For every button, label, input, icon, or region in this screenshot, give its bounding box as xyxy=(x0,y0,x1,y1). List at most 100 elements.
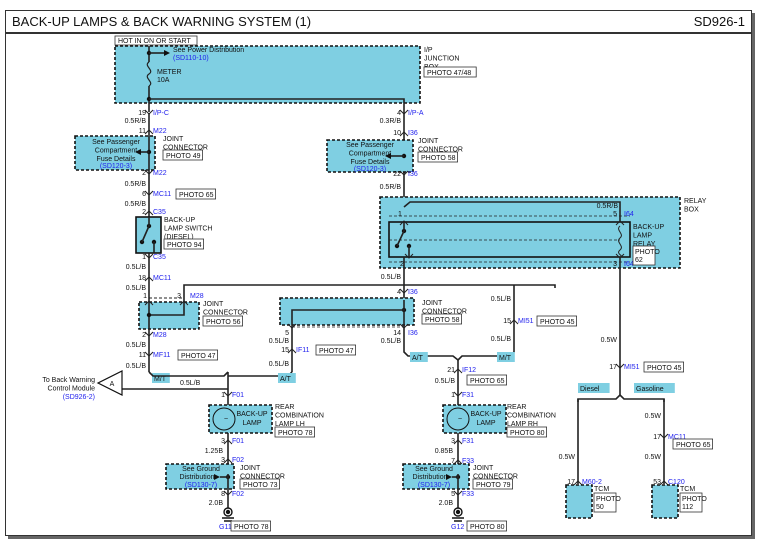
joint-connector-f33-photo: PHOTO 79 xyxy=(476,482,511,489)
joint-connector-f33-label: JOINT xyxy=(473,465,494,472)
relay-pin2: 2 xyxy=(400,261,404,268)
connector-if12-code: IF12 xyxy=(462,367,476,374)
connector-mi51-a-pin: 15 xyxy=(503,318,511,325)
joint-connector-m22-photo-box xyxy=(162,149,203,161)
arrow-right-icon xyxy=(214,474,220,480)
tag-mt-left: M/T xyxy=(154,376,167,383)
lamp-rh-label: LAMP xyxy=(476,420,495,427)
connector-ipa-pin: 4 xyxy=(397,110,401,117)
wire-mf11: 0.5L/B xyxy=(126,363,147,370)
tcm-diesel xyxy=(565,484,593,519)
connector-mi51-b-photo: PHOTO 45 xyxy=(647,365,682,372)
wire xyxy=(149,98,405,112)
connector-m28-out-pin: 2 xyxy=(142,332,146,339)
tag-at-center: A/T xyxy=(412,355,424,362)
rear-combination-lamp-rh-photo-box xyxy=(506,426,547,438)
wire-ipc: 0.5R/B xyxy=(125,118,147,125)
ip-junction-box-label: JUNCTION xyxy=(424,56,459,63)
back-up-lamp-relay-photo: 62 xyxy=(635,257,643,264)
connector-ipa-code: I/P-A xyxy=(408,110,424,117)
connector-f31-out-code: F31 xyxy=(462,438,474,445)
connector-mi51-b-chevron-icon xyxy=(615,363,625,369)
wire-mi51-top: 0.5L/B xyxy=(491,296,512,303)
tcm-gasoline-label: TCM xyxy=(680,486,695,493)
wire-relay-top: 0.5R/B xyxy=(597,203,619,210)
connector-c35-out-chevron-icon xyxy=(144,253,154,259)
connector-f01-out-chevron-icon xyxy=(223,439,233,445)
junction-dot xyxy=(146,312,152,318)
wire-m28: 0.5L/B xyxy=(126,342,147,349)
connector-f31-out-pin: 3 xyxy=(451,438,455,445)
tcm-gasoline-photo-box xyxy=(679,492,703,513)
tag-at-left-bg xyxy=(278,373,296,383)
wire-relay-out: 0.5L/B xyxy=(381,274,402,281)
fuse-name: METER xyxy=(157,69,182,76)
see-ground-rh-ref: (SD130-7) xyxy=(418,482,450,489)
wire-ipa: 0.3R/B xyxy=(380,118,402,125)
connector-ipc-pin: 19 xyxy=(138,110,146,117)
wire-c35: 0.5L/B xyxy=(126,264,147,271)
tag-mt-left-bg xyxy=(152,373,170,383)
connector-mc11b-pin: 18 xyxy=(138,275,146,282)
wire-joint58-left: 0.5L/B xyxy=(269,338,290,345)
relay-pin5: 5 xyxy=(613,211,617,218)
connector-m60-2-chevron-icon xyxy=(573,480,583,486)
joint58-conn: I36 xyxy=(408,330,418,337)
joint-connector-f02-label: JOINT xyxy=(240,465,261,472)
ground-g11-photo: PHOTO 78 xyxy=(234,524,269,531)
connector-f31-in-pin: 1 xyxy=(451,392,455,399)
tcm-diesel-photo: 50 xyxy=(596,504,604,511)
see-passenger-fuse-ref: (SD120-3) xyxy=(100,163,132,170)
tcm-gasoline xyxy=(651,484,679,519)
see-passenger-fuse: Compartment xyxy=(95,148,137,155)
tcm-diesel-photo: PHOTO xyxy=(596,496,621,503)
relay-box-label: BOX xyxy=(684,207,699,214)
wire xyxy=(577,393,665,402)
switch-contact xyxy=(141,225,150,243)
wire-if12: 0.5L/B xyxy=(435,378,456,385)
connector-mi51-b-pin: 17 xyxy=(609,364,617,371)
see-passenger-fuse-center: Compartment xyxy=(349,151,391,158)
connector-if11-code: IF11 xyxy=(296,347,310,354)
see-ground: See Ground xyxy=(182,466,220,473)
connector-f33-in-code: F33 xyxy=(462,458,474,465)
connector-m28-pin-left: 1 xyxy=(143,293,147,300)
see-power-distribution: See Power Distribution xyxy=(173,47,244,54)
relay-chevron-icon xyxy=(399,220,409,226)
joint-connector-f02-photo: PHOTO 73 xyxy=(243,482,278,489)
connector-f01-out-pin: 3 xyxy=(221,438,225,445)
bulb-icon xyxy=(446,407,470,431)
connector-if11-pin: 15 xyxy=(281,347,289,354)
tcm-diesel-label: TCM xyxy=(594,486,609,493)
connector-m22-in-pin: 11 xyxy=(139,128,146,135)
page-title: BACK-UP LAMPS & BACK WARNING SYSTEM (1) xyxy=(12,14,312,29)
connector-if11-photo-box xyxy=(315,344,356,356)
connector-mc11b-chevron-icon xyxy=(144,276,154,282)
connector-f01-in-chevron-icon xyxy=(223,391,233,397)
connector-mf11-chevron-icon xyxy=(144,351,154,357)
tag-gasoline-bg xyxy=(634,383,675,393)
lamp-rh-label: BACK-UP xyxy=(470,411,501,418)
wire-tcm-diesel: 0.5W xyxy=(559,454,576,461)
bulb-icon xyxy=(212,407,236,431)
joint58-pin-right: 14 xyxy=(393,330,401,337)
see-ground: Distribution xyxy=(179,474,214,481)
ip-junction-photo-box xyxy=(423,66,477,78)
connector-f33-out-code: F33 xyxy=(462,491,474,498)
connector-mc11b-code: MC11 xyxy=(153,275,171,282)
joint-connector-i36-58-label: CONNECTOR xyxy=(422,309,467,316)
joint-connector-m28-label: JOINT xyxy=(203,301,224,308)
connector-m22-in-chevron-icon xyxy=(144,129,154,135)
rear-combination-lamp-lh xyxy=(208,404,273,434)
connector-mi51-a-photo: PHOTO 45 xyxy=(540,319,575,326)
relay-chevron-icon xyxy=(615,220,625,226)
wire-mc11: 0.5R/B xyxy=(125,201,147,208)
tag-at-center-bg xyxy=(410,352,428,362)
joint-connector-i36-58-label: JOINT xyxy=(422,300,443,307)
connector-f02-out-chevron-icon xyxy=(223,490,233,496)
connector-c120-pin: 53 xyxy=(653,479,661,486)
connector-c120-chevron-icon xyxy=(659,480,669,486)
junction-dot xyxy=(455,509,461,515)
connector-f02-in-pin: 3 xyxy=(221,457,225,464)
connector-f02-out-pin: 8 xyxy=(221,491,225,498)
